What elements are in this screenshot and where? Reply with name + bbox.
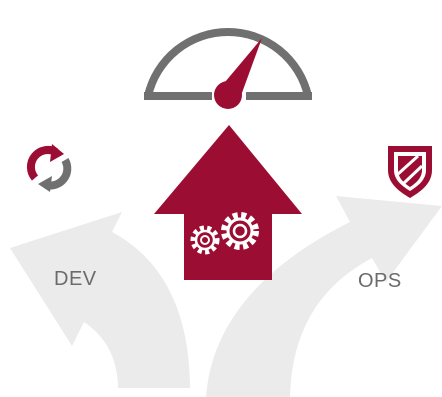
upward-arrow-icon <box>154 125 302 280</box>
speedometer-gauge-icon <box>144 28 312 109</box>
ops-curved-arrow <box>206 196 442 397</box>
security-shield-icon <box>388 146 432 198</box>
gears-icon <box>190 212 259 255</box>
refresh-cycle-icon <box>26 144 72 192</box>
ops-label: OPS <box>358 270 402 292</box>
dev-label: DEV <box>54 268 97 290</box>
dev-curved-arrow <box>10 212 190 388</box>
